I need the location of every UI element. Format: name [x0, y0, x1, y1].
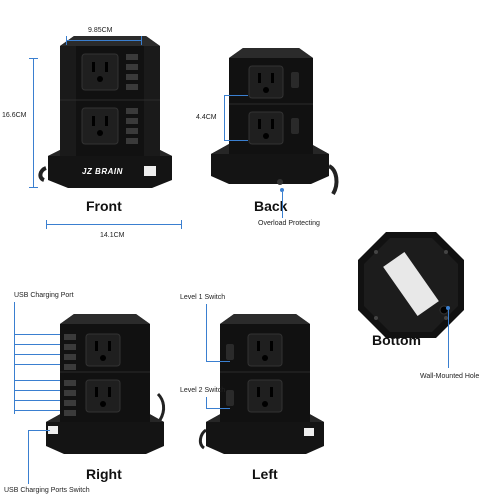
- height-label: 16.6CM: [2, 112, 27, 119]
- dim-tick: [224, 95, 248, 96]
- dim-tick: [224, 140, 248, 141]
- dim-tick: [141, 36, 142, 45]
- level1-label: Level 1 Switch: [180, 294, 226, 301]
- callout-tick: [14, 334, 60, 335]
- callout-tick: [14, 354, 60, 355]
- bottom-view-image: [358, 232, 464, 338]
- dim-tick: [29, 58, 38, 59]
- usb-switch-callout-line: [28, 430, 29, 484]
- front-view-label: Front: [86, 198, 122, 214]
- left-view-label: Left: [252, 466, 278, 482]
- wall-mount-label: Wall-Mounted Hole: [420, 373, 480, 380]
- callout-tick: [14, 364, 60, 365]
- callout-tick: [28, 430, 50, 431]
- overload-label: Overload Protecting: [258, 220, 320, 227]
- level2-callout-line: [206, 397, 207, 409]
- dim-tick: [46, 220, 47, 229]
- right-tower-image: [46, 314, 166, 454]
- front-tower-image: [38, 36, 172, 188]
- dim-tick: [66, 36, 67, 45]
- callout-tick: [14, 390, 60, 391]
- callout-tick: [14, 400, 60, 401]
- callout-dot: [446, 306, 450, 310]
- bottom-view-label: Bottom: [372, 332, 421, 348]
- back-tower-image: [211, 48, 339, 196]
- overload-callout-line: [282, 192, 283, 218]
- outlet-spacing-line: [224, 95, 225, 141]
- dim-tick: [29, 187, 38, 188]
- level2-label: Level 2 Switch: [180, 387, 226, 394]
- outlet-spacing-label: 4.4CM: [196, 114, 217, 121]
- height-dimension-line: [33, 58, 34, 188]
- back-view-label: Back: [254, 198, 288, 214]
- callout-tick: [206, 361, 230, 362]
- callout-tick: [14, 344, 60, 345]
- left-tower-image: [198, 314, 324, 454]
- wall-mount-callout-line: [448, 310, 449, 368]
- width-top-label: 9.85CM: [88, 27, 113, 34]
- callout-dot: [280, 188, 284, 192]
- dim-tick: [181, 220, 182, 229]
- callout-tick: [14, 380, 60, 381]
- callout-tick: [206, 408, 230, 409]
- width-base-dimension-line: [46, 224, 182, 225]
- usb-switch-label: USB Charging Ports Switch: [4, 487, 90, 494]
- usb-port-bracket: [14, 302, 15, 414]
- level1-callout-line: [206, 304, 207, 362]
- width-base-label: 14.1CM: [100, 232, 125, 239]
- callout-tick: [14, 410, 60, 411]
- brand-logo: JZ BRAIN: [82, 167, 123, 176]
- right-view-label: Right: [86, 466, 122, 482]
- width-top-dimension-line: [66, 40, 142, 41]
- usb-port-label: USB Charging Port: [14, 292, 74, 299]
